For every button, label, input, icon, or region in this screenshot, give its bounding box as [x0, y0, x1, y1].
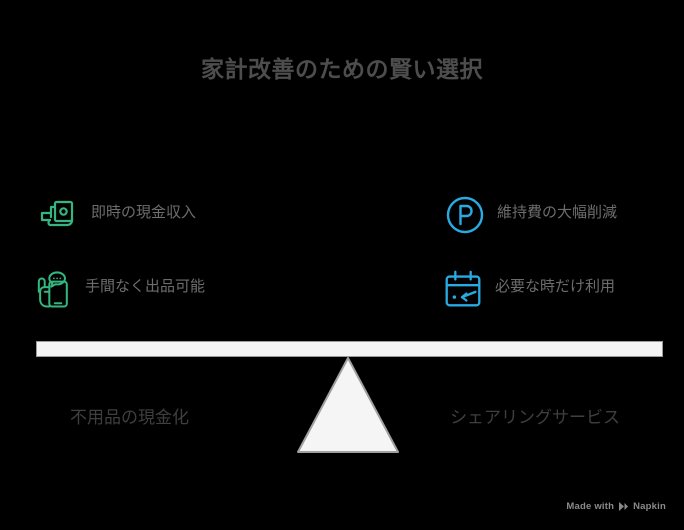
hand-holding-phone-chat-icon [30, 266, 76, 312]
feature-item-left-2[interactable]: 手間なく出品可能 [30, 266, 245, 312]
seesaw-beam [36, 341, 663, 357]
page-title: 家計改善のための賢い選択 [201, 56, 483, 82]
seesaw-fulcrum-triangle [296, 356, 400, 454]
parking-circle-p-icon [442, 192, 488, 238]
feature-label: 手間なく出品可能 [85, 278, 206, 295]
side-label-left: 不用品の現金化 [70, 408, 189, 427]
feature-label: 即時の現金収入 [91, 204, 197, 221]
feature-item-right-1[interactable]: 維持費の大幅削減 [442, 192, 657, 238]
feature-label: 維持費の大幅削減 [497, 204, 618, 221]
side-label-right: シェアリングサービス [450, 408, 620, 427]
napkin-play-logo-icon [618, 501, 629, 512]
watermark-brand: Napkin [633, 501, 666, 512]
feature-item-right-2[interactable]: 必要な時だけ利用 [440, 266, 655, 312]
feature-item-left-1[interactable]: 即時の現金収入 [36, 192, 251, 238]
hand-holding-cash-icon [36, 192, 82, 238]
feature-label: 必要な時だけ利用 [495, 278, 616, 295]
napkin-watermark[interactable]: Made with Napkin [566, 501, 666, 512]
calendar-cursor-icon [440, 266, 486, 312]
watermark-prefix: Made with [566, 501, 615, 512]
